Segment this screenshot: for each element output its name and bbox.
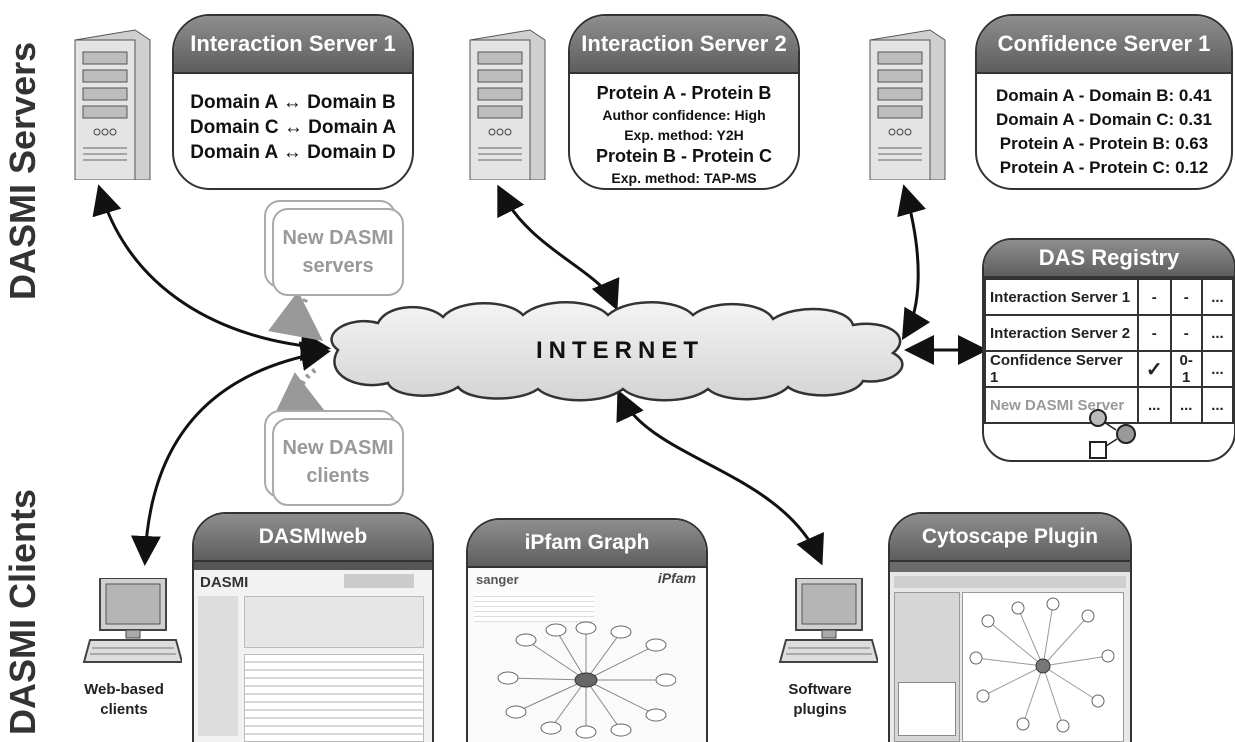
computer-icon bbox=[778, 578, 878, 663]
server-line: Domain C ↔ Domain A bbox=[189, 117, 397, 138]
card-title: Interaction Server 1 bbox=[174, 16, 412, 74]
new-servers-box: New DASMI servers bbox=[272, 208, 404, 296]
software-plugins-caption: Software plugins bbox=[788, 681, 852, 718]
server-tower-icon bbox=[869, 29, 946, 180]
interaction-server-1-card: Interaction Server 1 Domain A ↔ Domain B… bbox=[172, 14, 414, 190]
card-title: Confidence Server 1 bbox=[977, 16, 1231, 74]
registry-row: Interaction Server 2 - - ... bbox=[984, 314, 1234, 352]
registry-cell: ... bbox=[1136, 386, 1172, 424]
server-line: Exp. method: TAP-MS bbox=[611, 170, 757, 186]
network-graph-icon bbox=[497, 621, 676, 739]
ipfam-graph-card: iPfam Graph sanger iPfam bbox=[466, 518, 708, 742]
server-line: Protein A - Protein C: 0.12 bbox=[999, 158, 1209, 177]
arrow-new-servers bbox=[268, 278, 323, 342]
card-title: iPfam Graph bbox=[468, 520, 706, 568]
server-line: Exp. method: Y2H bbox=[624, 127, 744, 143]
das-registry-card: DAS Registry Interaction Server 1 - - ..… bbox=[982, 238, 1235, 462]
arrow-web-clients bbox=[130, 341, 331, 566]
computer-icon bbox=[82, 578, 182, 663]
arrow-confidence bbox=[897, 184, 931, 341]
registry-cell: Interaction Server 1 bbox=[984, 278, 1139, 316]
registry-cell: Confidence Server 1 bbox=[984, 350, 1139, 388]
registry-cell: ... bbox=[1200, 278, 1234, 316]
registry-title: DAS Registry bbox=[984, 240, 1234, 278]
web-based-clients-caption: Web-based clients bbox=[84, 681, 164, 718]
sanger-logo: sanger bbox=[476, 572, 519, 587]
server-line: Protein A - Protein B: 0.63 bbox=[999, 134, 1209, 153]
registry-table: Interaction Server 1 - - ... Interaction… bbox=[984, 278, 1234, 424]
server-line: Domain A - Domain C: 0.31 bbox=[996, 110, 1212, 129]
internet-cloud-icon bbox=[330, 301, 904, 402]
dasmi-logo: DASMI bbox=[200, 574, 249, 591]
server-line: Domain A - Domain B: 0.41 bbox=[996, 86, 1212, 105]
registry-cell: ... bbox=[1200, 314, 1234, 352]
server-tower-icon bbox=[74, 29, 151, 180]
arrow-new-clients bbox=[273, 368, 330, 418]
ipfam-screenshot: sanger iPfam bbox=[468, 568, 706, 742]
new-clients-label: New DASMI clients bbox=[282, 437, 394, 487]
registry-row: Confidence Server 1 ✓ 0-1 ... bbox=[984, 350, 1234, 388]
card-title: Cytoscape Plugin bbox=[890, 514, 1130, 562]
pfam-logo: iPfam bbox=[657, 570, 696, 586]
registry-cell: New DASMI Server bbox=[984, 386, 1139, 424]
registry-cell: - bbox=[1169, 314, 1203, 352]
registry-shapes-icon bbox=[1089, 409, 1136, 459]
registry-row: New DASMI Server ... ... ... bbox=[984, 386, 1234, 424]
server-line: Protein B - Protein C bbox=[595, 146, 772, 166]
cytoscape-plugin-card: Cytoscape Plugin bbox=[888, 512, 1132, 742]
server-line: Protein A - Protein B bbox=[596, 83, 772, 103]
registry-cell: - bbox=[1169, 278, 1203, 316]
registry-cell: ... bbox=[1169, 386, 1203, 424]
internet-label: INTERNET bbox=[536, 337, 704, 364]
registry-cell: - bbox=[1136, 314, 1172, 352]
interaction-server-2-card: Interaction Server 2 Protein A - Protein… bbox=[568, 14, 800, 190]
card-title: Interaction Server 2 bbox=[570, 16, 798, 74]
registry-row: Interaction Server 1 - - ... bbox=[984, 278, 1234, 316]
registry-cell: - bbox=[1136, 278, 1172, 316]
dasmiweb-card: DASMIweb DASMI bbox=[192, 512, 434, 742]
cytoscape-screenshot bbox=[890, 562, 1130, 742]
arrow-server2 bbox=[497, 184, 620, 311]
server-line: Domain A ↔ Domain D bbox=[190, 142, 396, 163]
arrow-plugins bbox=[616, 389, 824, 566]
registry-cell: ✓ bbox=[1136, 350, 1172, 388]
dasmiweb-screenshot: DASMI bbox=[194, 562, 432, 742]
registry-cell: ... bbox=[1200, 350, 1234, 388]
cytoscape-network-icon bbox=[969, 597, 1115, 733]
server-tower-icon bbox=[469, 29, 546, 180]
registry-cell: ... bbox=[1200, 386, 1234, 424]
card-title: DASMIweb bbox=[194, 514, 432, 562]
new-clients-box: New DASMI clients bbox=[272, 418, 404, 506]
confidence-server-1-card: Confidence Server 1 Domain A - Domain B:… bbox=[975, 14, 1233, 190]
server-line: Author confidence: High bbox=[602, 107, 766, 123]
registry-cell: 0-1 bbox=[1169, 350, 1203, 388]
new-servers-label: New DASMI servers bbox=[282, 227, 394, 277]
registry-cell: Interaction Server 2 bbox=[984, 314, 1139, 352]
server-line: Domain A ↔ Domain B bbox=[190, 92, 396, 113]
